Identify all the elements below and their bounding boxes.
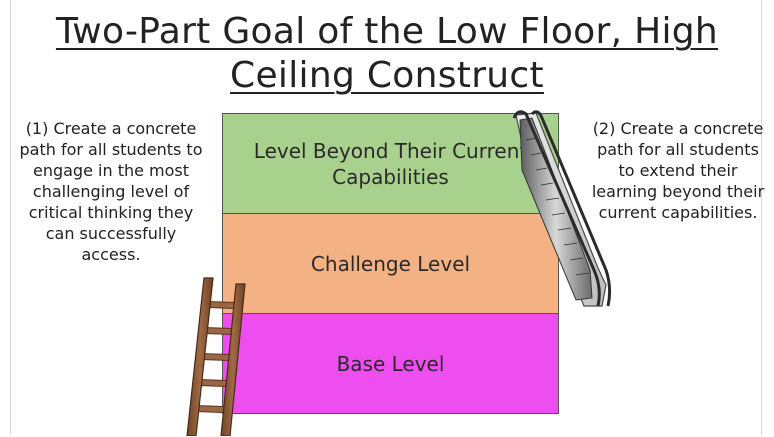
slide-title-text: Two-Part Goal of the Low Floor, High Cei… <box>55 11 719 96</box>
ladder-icon <box>186 277 246 436</box>
escalator-icon <box>512 110 612 307</box>
level-challenge-label: Challenge Level <box>310 251 471 276</box>
level-base-label: Base Level <box>336 351 445 376</box>
level-base: Base Level <box>222 313 559 414</box>
slide-title: Two-Part Goal of the Low Floor, High Cei… <box>40 10 734 98</box>
left-goal-text: (1) Create a concrete path for all stude… <box>19 119 203 264</box>
level-beyond-label: Level Beyond Their Current Capabilities <box>253 138 528 189</box>
level-beyond-capabilities: Level Beyond Their Current Capabilities <box>222 113 559 214</box>
right-goal-text: (2) Create a concrete path for all stude… <box>591 119 765 222</box>
level-challenge: Challenge Level <box>222 213 559 314</box>
